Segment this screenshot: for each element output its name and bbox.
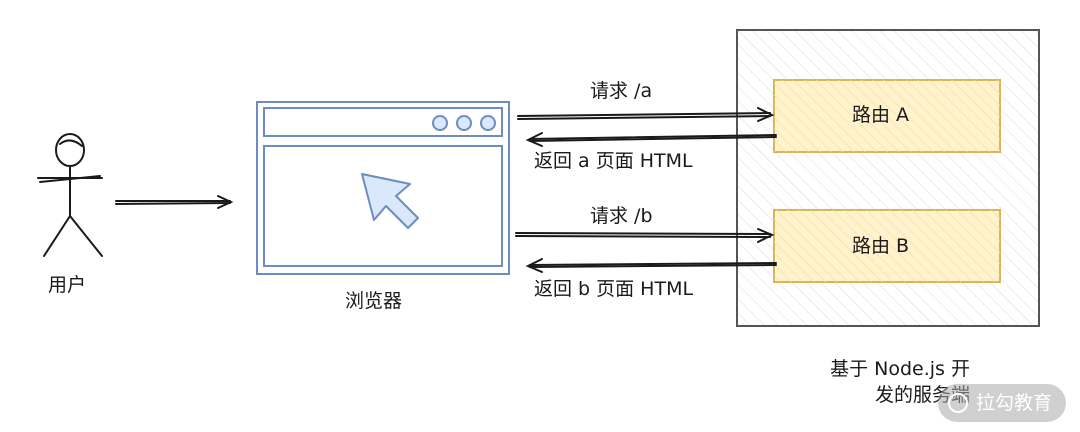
request-a-label: 请求 /a: [590, 80, 653, 102]
route-b-label: 路由 B: [852, 235, 910, 257]
user-to-browser-arrow: [115, 195, 234, 209]
route-b-box: [773, 209, 1001, 283]
watermark: 拉勾教育: [937, 384, 1066, 422]
request-b-arrow: [515, 228, 775, 243]
browser-label: 浏览器: [345, 290, 403, 312]
user-figure-icon: [37, 133, 103, 257]
lagou-logo-icon: [947, 393, 968, 413]
user-label: 用户: [48, 274, 87, 296]
response-a-arrow: [525, 132, 777, 147]
server-caption-line1: 基于 Node.js 开: [830, 358, 970, 380]
browser-window: [256, 101, 510, 275]
response-b-arrow: [525, 258, 777, 273]
request-a-arrow: [517, 107, 775, 122]
watermark-text: 拉勾教育: [975, 392, 1052, 414]
cursor-arrow-icon: [361, 173, 419, 229]
route-a-box: [773, 79, 1001, 153]
response-a-label: 返回 a 页面 HTML: [534, 150, 693, 172]
route-a-label: 路由 A: [852, 104, 910, 126]
response-b-label: 返回 b 页面 HTML: [534, 278, 694, 300]
request-b-label: 请求 /b: [590, 205, 653, 227]
